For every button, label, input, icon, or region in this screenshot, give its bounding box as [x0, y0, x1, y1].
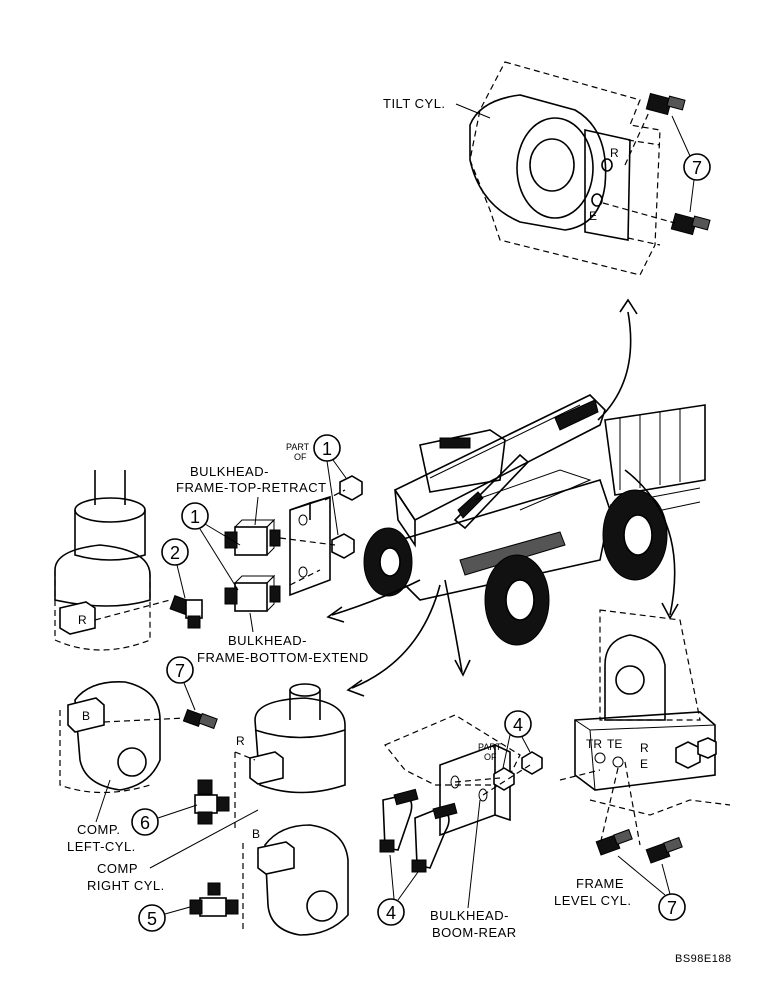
comp-right-cylinder-upper: R	[234, 683, 346, 830]
fitting-7-left	[182, 708, 218, 730]
comp-left-cylinder-lower: B	[59, 681, 186, 794]
callout-1-bulkhead: 1	[181, 502, 241, 591]
left-cyl-port-b: B	[82, 709, 90, 723]
level-port-e: E	[640, 757, 648, 771]
bulkhead-frame-group	[224, 475, 363, 612]
callout-7-tilt: 7	[671, 115, 711, 213]
svg-text:OF: OF	[294, 452, 307, 462]
level-port-r: R	[640, 741, 649, 755]
callout-4-part-of: PART OF 4	[478, 710, 532, 769]
telehandler-machine	[363, 394, 706, 646]
bulkhead-boom-label-1: BULKHEAD-	[430, 908, 509, 923]
comp-left-label-1: COMP.	[77, 822, 120, 837]
comp-right-cylinder-lower: B	[242, 824, 349, 936]
svg-text:1: 1	[190, 507, 200, 527]
level-port-tr: TR	[586, 737, 602, 751]
fitting-7-level-left	[595, 828, 633, 856]
frame-level-label-2: LEVEL CYL.	[554, 893, 632, 908]
fitting-6	[194, 779, 230, 825]
comp-right-label-1: COMP	[97, 861, 138, 876]
tilt-fitting-lower	[602, 202, 711, 236]
pointer-arrows	[326, 298, 679, 697]
svg-text:2: 2	[170, 543, 180, 563]
callout-5: 5	[138, 904, 191, 932]
tilt-cylinder-group: R E TILT CYL.	[383, 61, 661, 276]
comp-right-label-2: RIGHT CYL.	[87, 878, 165, 893]
svg-text:1: 1	[322, 439, 332, 459]
svg-text:PART: PART	[478, 742, 502, 752]
frame-level-label-1: FRAME	[576, 876, 624, 891]
svg-text:PART: PART	[286, 442, 310, 452]
bulkhead-bottom-label-1: BULKHEAD-	[228, 633, 307, 648]
callout-2: 2	[161, 538, 189, 599]
level-port-te: TE	[607, 737, 622, 751]
fitting-5	[189, 882, 239, 917]
svg-text:7: 7	[692, 158, 702, 178]
comp-left-cylinder-upper: R	[54, 470, 171, 651]
bulkhead-boom-label-2: BOOM-REAR	[432, 925, 517, 940]
tilt-fitting-upper	[624, 92, 686, 166]
fitting-2	[169, 595, 203, 629]
callout-7-left: 7	[166, 656, 196, 711]
svg-text:5: 5	[147, 909, 157, 929]
svg-text:7: 7	[667, 898, 677, 918]
bulkhead-top-label-1: BULKHEAD-	[190, 464, 269, 479]
bulkhead-bottom-label-2: FRAME-BOTTOM-EXTEND	[197, 650, 369, 665]
right-cyl-port-b: B	[252, 827, 260, 841]
callout-1-part-of: PART OF 1	[286, 434, 347, 536]
tilt-cyl-label: TILT CYL.	[383, 96, 446, 111]
figure-code: BS98E188	[675, 953, 732, 965]
tilt-port-r-label: R	[610, 146, 619, 160]
callout-7-level: 7	[617, 855, 686, 921]
svg-text:4: 4	[386, 903, 396, 923]
comp-left-label-2: LEFT-CYL.	[67, 839, 136, 854]
frame-level-cylinder-group: TR TE R E	[559, 609, 731, 846]
callout-4-bottom: 4	[377, 854, 419, 926]
svg-text:OF: OF	[484, 752, 497, 762]
fitting-7-level-right	[645, 836, 683, 864]
right-cyl-port-r: R	[236, 734, 245, 748]
left-cyl-port-r: R	[78, 613, 87, 627]
tilt-port-e-label: E	[589, 209, 597, 223]
svg-text:7: 7	[175, 661, 185, 681]
svg-text:4: 4	[513, 715, 523, 735]
bulkhead-top-label-2: FRAME-TOP-RETRACT	[176, 480, 327, 495]
bulkhead-boom-rear-group	[379, 714, 543, 873]
svg-text:6: 6	[140, 813, 150, 833]
callout-6: 6	[131, 804, 198, 836]
